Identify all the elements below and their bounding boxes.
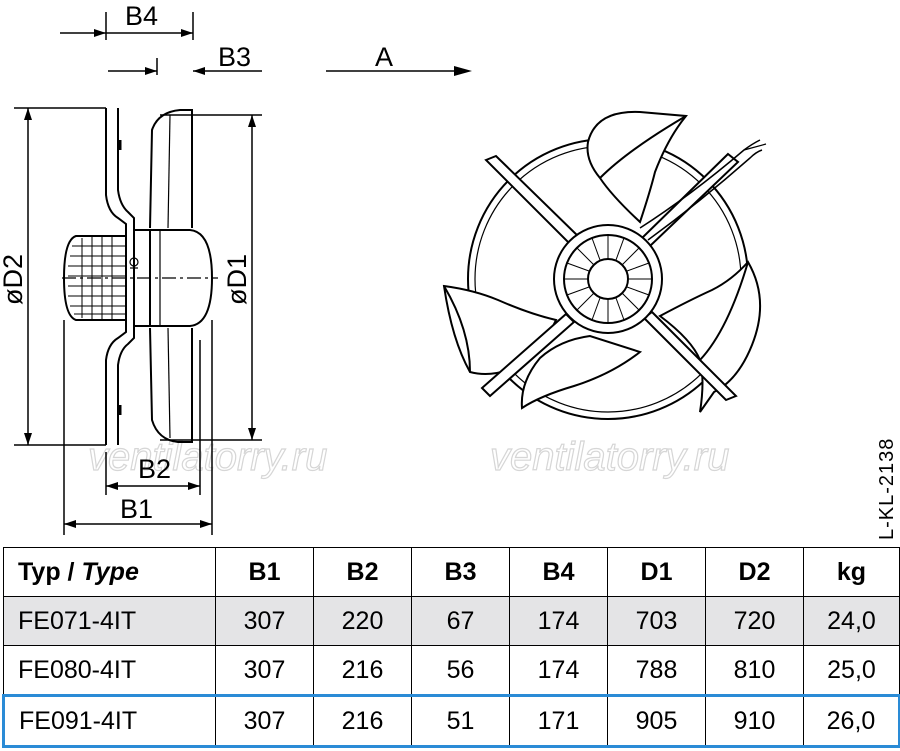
cell-b3: 67 [411, 596, 510, 646]
table-row: FE071-4IT 307 220 67 174 703 720 24,0 [3, 596, 900, 646]
front-view [442, 110, 767, 420]
table-row: FE080-4IT 307 216 56 174 788 810 25,0 [3, 645, 900, 696]
table-row-highlighted: FE091-4IT 307 216 51 171 905 910 26,0 [2, 694, 900, 748]
header-kg: kg [803, 547, 900, 597]
cell-b4: 174 [509, 645, 608, 696]
fan-technical-drawing: ventilatorry.ru ventilatorry.ru [0, 1, 898, 540]
cell-type: FE080-4IT [3, 645, 216, 696]
cell-b4: 174 [509, 596, 608, 646]
header-type-prefix: Typ / [18, 557, 82, 586]
cell-b4: 171 [509, 694, 608, 748]
cell-b2: 216 [313, 694, 412, 748]
table-header-row: Typ / Type B1 B2 B3 B4 D1 D2 kg [3, 547, 900, 597]
cell-kg: 24,0 [803, 596, 900, 646]
header-b2: B2 [313, 547, 412, 597]
cell-b3: 51 [411, 694, 510, 748]
label-b1: B1 [120, 494, 153, 524]
side-view [14, 12, 262, 535]
drawing-code: L-KL-2138 [876, 438, 898, 540]
header-b3: B3 [411, 547, 510, 597]
cell-type: FE071-4IT [3, 596, 216, 646]
label-b2: B2 [138, 454, 171, 484]
label-b4: B4 [125, 1, 158, 31]
view-direction-arrow [326, 66, 472, 76]
specifications-table: Typ / Type B1 B2 B3 B4 D1 D2 kg FE071-4I… [2, 547, 900, 748]
cell-b1: 307 [215, 596, 314, 646]
label-a: A [375, 42, 393, 72]
header-type-italic: Type [81, 557, 139, 586]
cell-d2: 810 [705, 645, 804, 696]
header-d2: D2 [705, 547, 804, 597]
cell-d1: 703 [607, 596, 706, 646]
cell-d2: 910 [705, 694, 804, 748]
header-b4: B4 [509, 547, 608, 597]
watermark-left: ventilatorry.ru [88, 435, 327, 479]
cell-b1: 307 [215, 645, 314, 696]
cell-b2: 220 [313, 596, 412, 646]
header-d1: D1 [607, 547, 706, 597]
cell-kg: 26,0 [803, 694, 900, 748]
header-type: Typ / Type [3, 547, 216, 597]
cell-d2: 720 [705, 596, 804, 646]
header-b1: B1 [215, 547, 314, 597]
cell-d1: 788 [607, 645, 706, 696]
label-b3: B3 [218, 42, 251, 72]
cell-type: FE091-4IT [2, 694, 216, 748]
cell-kg: 25,0 [803, 645, 900, 696]
label-d1: øD1 [222, 254, 252, 305]
cell-b1: 307 [215, 694, 314, 748]
cell-d1: 905 [607, 694, 706, 748]
cell-b2: 216 [313, 645, 412, 696]
cell-b3: 56 [411, 645, 510, 696]
label-d2: øD2 [0, 254, 28, 305]
watermark-right: ventilatorry.ru [490, 435, 729, 479]
